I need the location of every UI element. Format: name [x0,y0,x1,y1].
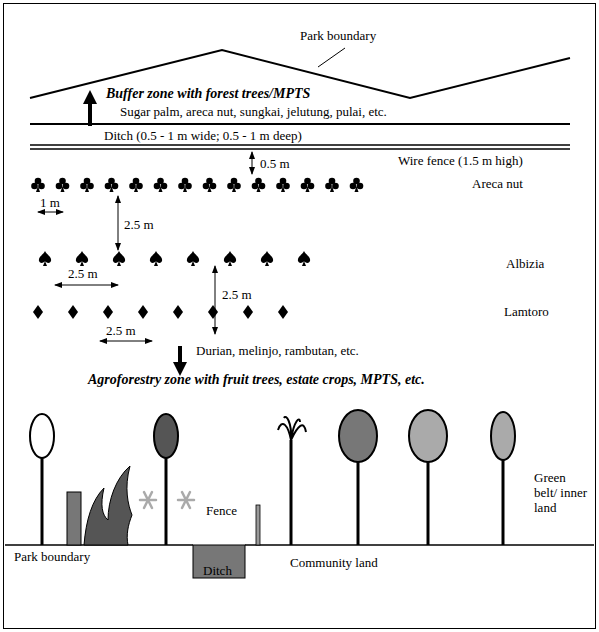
areca-symbol [134,186,138,192]
areca-symbol [159,186,163,192]
areca-symbol [85,186,89,192]
albizia-symbol [39,251,51,266]
boundary-label: Park boundary [300,28,376,43]
lamtoro-symbol [243,305,253,319]
boundary-label: Park boundary [14,549,90,564]
areca-symbol [105,183,112,190]
dimension: 0.5 m [260,156,290,171]
areca-symbol [38,183,45,190]
areca-symbol [281,186,285,192]
areca-symbol [136,183,143,190]
areca-symbol [306,186,310,192]
areca-symbol [208,186,212,192]
areca-symbol [259,183,266,190]
areca-symbol [234,183,241,190]
lamtoro-symbol [68,305,78,319]
areca-symbol [325,183,332,190]
albizia-symbol [298,251,310,266]
areca-symbol [227,183,234,190]
areca-symbol [183,186,187,192]
albizia-symbol [224,251,236,266]
areca-symbol [56,183,63,190]
areca-symbol [154,183,161,190]
row-name: Albizia [506,256,544,271]
areca-symbol [112,183,119,190]
areca-symbol [36,186,40,192]
albizia-symbol [76,251,88,266]
lamtoro-symbol [278,305,288,319]
areca-symbol [185,183,192,190]
areca-symbol [350,183,357,190]
albizia-symbol [187,251,199,266]
ditch-note: Ditch (0.5 - 1 m wide; 0.5 - 1 m deep) [104,128,302,143]
albizia-symbol [113,251,125,266]
areca-symbol [129,183,136,190]
areca-symbol [178,183,185,190]
areca-symbol [210,183,217,190]
areca-symbol [61,186,65,192]
area-name: Community land [290,555,378,570]
areca-symbol [301,183,308,190]
dimension: 1 m [40,195,60,210]
areca-symbol [283,183,290,190]
areca-symbol [252,183,259,190]
row-name: Lamtoro [504,304,549,319]
areca-symbol [332,183,339,190]
fence-note: Wire fence (1.5 m high) [398,153,523,168]
row-name: Areca nut [472,176,523,191]
zone-title: Agroforestry zone with fruit trees, esta… [88,372,425,387]
areca-symbol [110,186,114,192]
zone-title: Buffer zone with forest trees/MPTS [106,86,310,101]
areca-symbol [308,183,315,190]
species-note: Durian, melinjo, rambutan, etc. [196,343,359,358]
dimension: 2.5 m [124,217,154,232]
areca-symbol [355,186,359,192]
dimension: 2.5 m [68,266,98,281]
areca-symbol [31,183,38,190]
dimension: 2.5 m [106,323,136,338]
areca-symbol [80,183,87,190]
species-note: Sugar palm, areca nut, sungkai, jelutung… [120,104,387,119]
lamtoro-symbol [103,305,113,319]
part-name: Fence [205,503,238,518]
areca-symbol [276,183,283,190]
lamtoro-symbol [33,305,43,319]
areca-symbol [203,183,210,190]
part-name: Ditch [203,563,232,578]
areca-symbol [63,183,70,190]
area-name: Green belt/ inner land [534,470,592,515]
areca-symbol [161,183,168,190]
areca-symbol [87,183,94,190]
areca-symbol [357,183,364,190]
lamtoro-symbol [208,305,218,319]
areca-symbol [257,186,261,192]
dimension: 2.5 m [222,287,252,302]
albizia-symbol [150,251,162,266]
albizia-symbol [261,251,273,266]
lamtoro-symbol [173,305,183,319]
areca-symbol [232,186,236,192]
lamtoro-symbol [138,305,148,319]
areca-symbol [330,186,334,192]
